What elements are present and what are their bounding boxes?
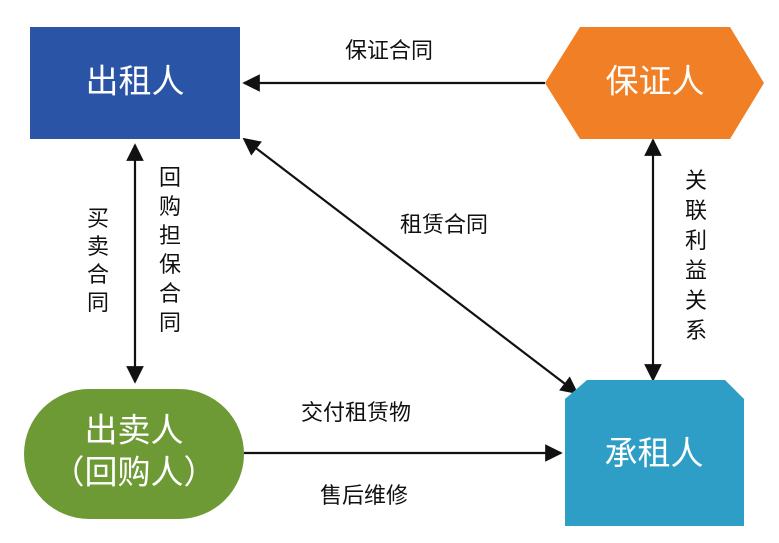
lease-contract-arrow: [242, 137, 579, 395]
lessor-box: [30, 27, 240, 139]
sales-contract-label: 买卖合同: [87, 207, 109, 316]
guarantor-hexagon: [545, 27, 764, 139]
seller-buyback-label: （回购人）: [52, 453, 217, 492]
seller-label: 出卖人: [85, 411, 184, 450]
guarantor-label: 保证人: [606, 62, 705, 101]
buyback-guarantee-contract-label: 回购担保合同: [159, 166, 181, 336]
lessee-node: 承租人: [565, 380, 744, 526]
seller-pill: [24, 389, 244, 519]
lease-contract-label: 租赁合同: [400, 213, 488, 238]
lessee-label: 承租人: [605, 434, 704, 473]
seller-node: 出卖人 （回购人）: [24, 389, 244, 519]
guarantee-contract-label: 保证合同: [345, 39, 433, 64]
lessor-node: 出租人: [30, 27, 240, 139]
lessee-box: [565, 380, 744, 526]
related-interest-label: 关联利益关系: [685, 169, 707, 344]
lessor-label: 出租人: [86, 62, 185, 101]
after-sales-maintenance-label: 售后维修: [320, 484, 408, 509]
guarantor-node: 保证人: [545, 27, 764, 139]
deliver-leased-item-label: 交付租赁物: [301, 401, 411, 426]
